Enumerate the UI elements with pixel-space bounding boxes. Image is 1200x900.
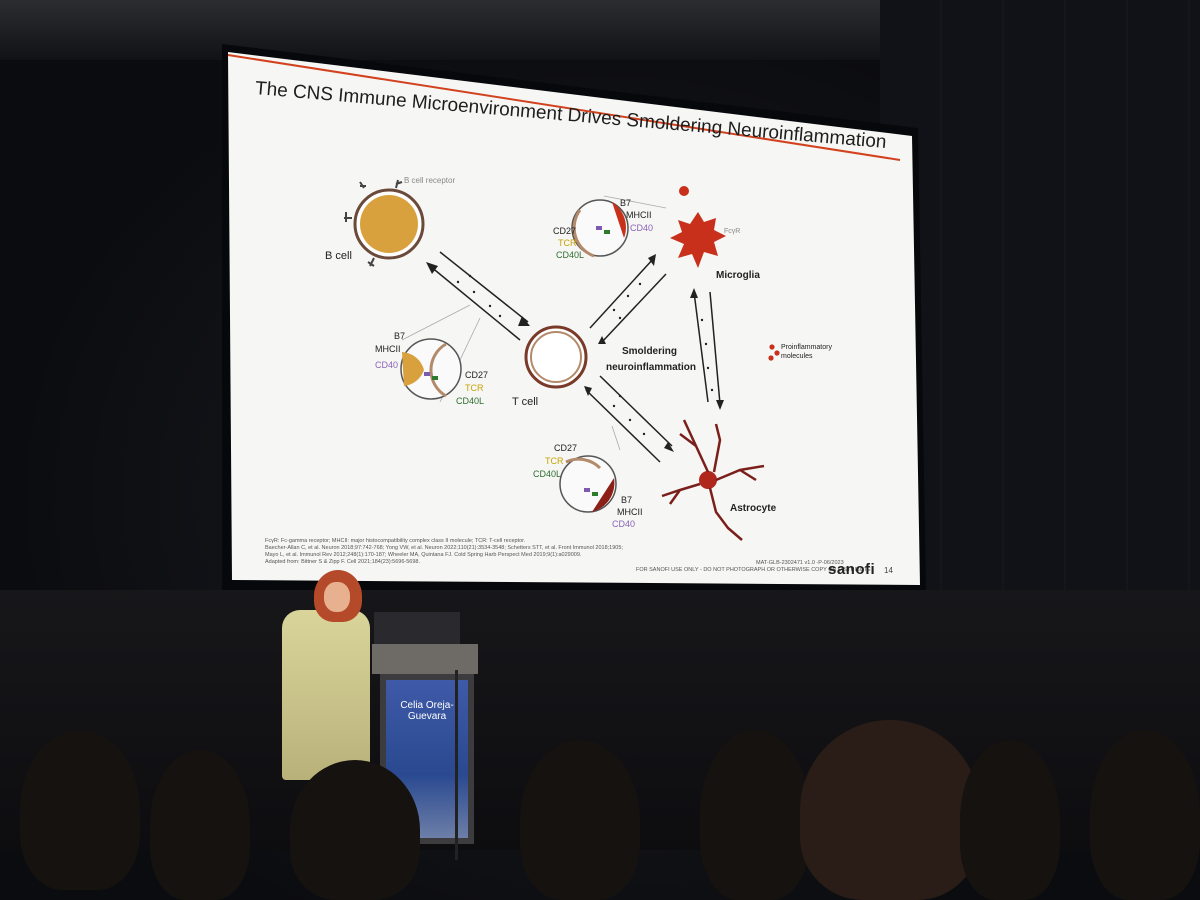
label-t-cell: T cell (512, 396, 539, 408)
sanofi-logo: sanofi (828, 561, 876, 578)
audience-member (520, 740, 640, 900)
speaker-name-line-1: Celia Oreja- (400, 700, 454, 711)
label-molecules: molecules (781, 353, 813, 360)
audience-member (700, 730, 810, 900)
bottom-inset-mhcii: MHCII (617, 507, 643, 517)
bottom-inset-b7: B7 (621, 495, 633, 505)
audience (0, 720, 1200, 900)
label-b-cell-receptor: B cell receptor (404, 176, 456, 185)
audience-member (290, 760, 420, 900)
label-smoldering: Smoldering (622, 346, 678, 357)
slide-page-number: 14 (884, 566, 893, 575)
footnote-line: Adapted from: Bittner S & Zipp F. Cell 2… (265, 559, 421, 565)
left-inset-mhcii: MHCII (375, 344, 401, 354)
bottom-inset-cd40l: CD40L (533, 469, 562, 479)
left-inset-tcr: TCR (465, 383, 484, 393)
top-inset-cd27: CD27 (553, 226, 577, 236)
microphone-stand (455, 670, 458, 860)
document-code: MAT-GLB-2302471 v1.0 -P-06/2023 (756, 560, 844, 566)
audience-member (20, 730, 140, 890)
top-inset-cd40l: CD40L (556, 250, 585, 260)
bottom-inset-cd27: CD27 (554, 443, 578, 453)
left-inset-cd27: CD27 (465, 370, 489, 380)
top-inset-b7: B7 (620, 198, 632, 208)
bottom-inset-cd40: CD40 (612, 519, 636, 529)
footnote-line: Baecher-Allan C, et al. Neuron 2018;97:7… (265, 545, 623, 551)
top-inset-tcr: TCR (558, 238, 577, 248)
left-inset-b7: B7 (394, 331, 406, 341)
speaker-name-line-2: Guevara (407, 711, 447, 722)
audience-member (150, 750, 250, 900)
laptop (374, 612, 460, 644)
bottom-inset-tcr: TCR (545, 456, 564, 466)
lectern-top (372, 644, 478, 674)
label-astrocyte: Astrocyte (730, 503, 777, 514)
label-b-cell: B cell (325, 250, 352, 262)
footnote-line: FcγR: Fc-gamma receptor; MHCII: major hi… (265, 538, 526, 544)
presenter (282, 610, 370, 780)
slide-disclaimer: FOR SANOFI USE ONLY - DO NOT PHOTOGRAPH … (636, 567, 871, 573)
label-proinflammatory: Proinflammatory (781, 344, 832, 351)
top-inset-mhcii: MHCII (626, 210, 652, 220)
label-microglia: Microglia (716, 270, 760, 281)
audience-member (1090, 730, 1200, 900)
left-inset-cd40: CD40 (375, 360, 399, 370)
audience-member (960, 740, 1060, 900)
footnote-line: Mayo L, et al. Immunol Rev 2012;248(1):1… (265, 552, 582, 558)
left-inset-cd40l: CD40L (456, 396, 485, 406)
label-fcyr: FcγR (724, 228, 741, 235)
audience-member (800, 720, 980, 900)
slide-footnotes: FcγR: Fc-gamma receptor; MHCII: major hi… (265, 538, 623, 566)
presenter-face (324, 582, 350, 612)
label-neuroinflammation: neuroinflammation (606, 362, 697, 373)
top-inset-cd40: CD40 (630, 223, 654, 233)
